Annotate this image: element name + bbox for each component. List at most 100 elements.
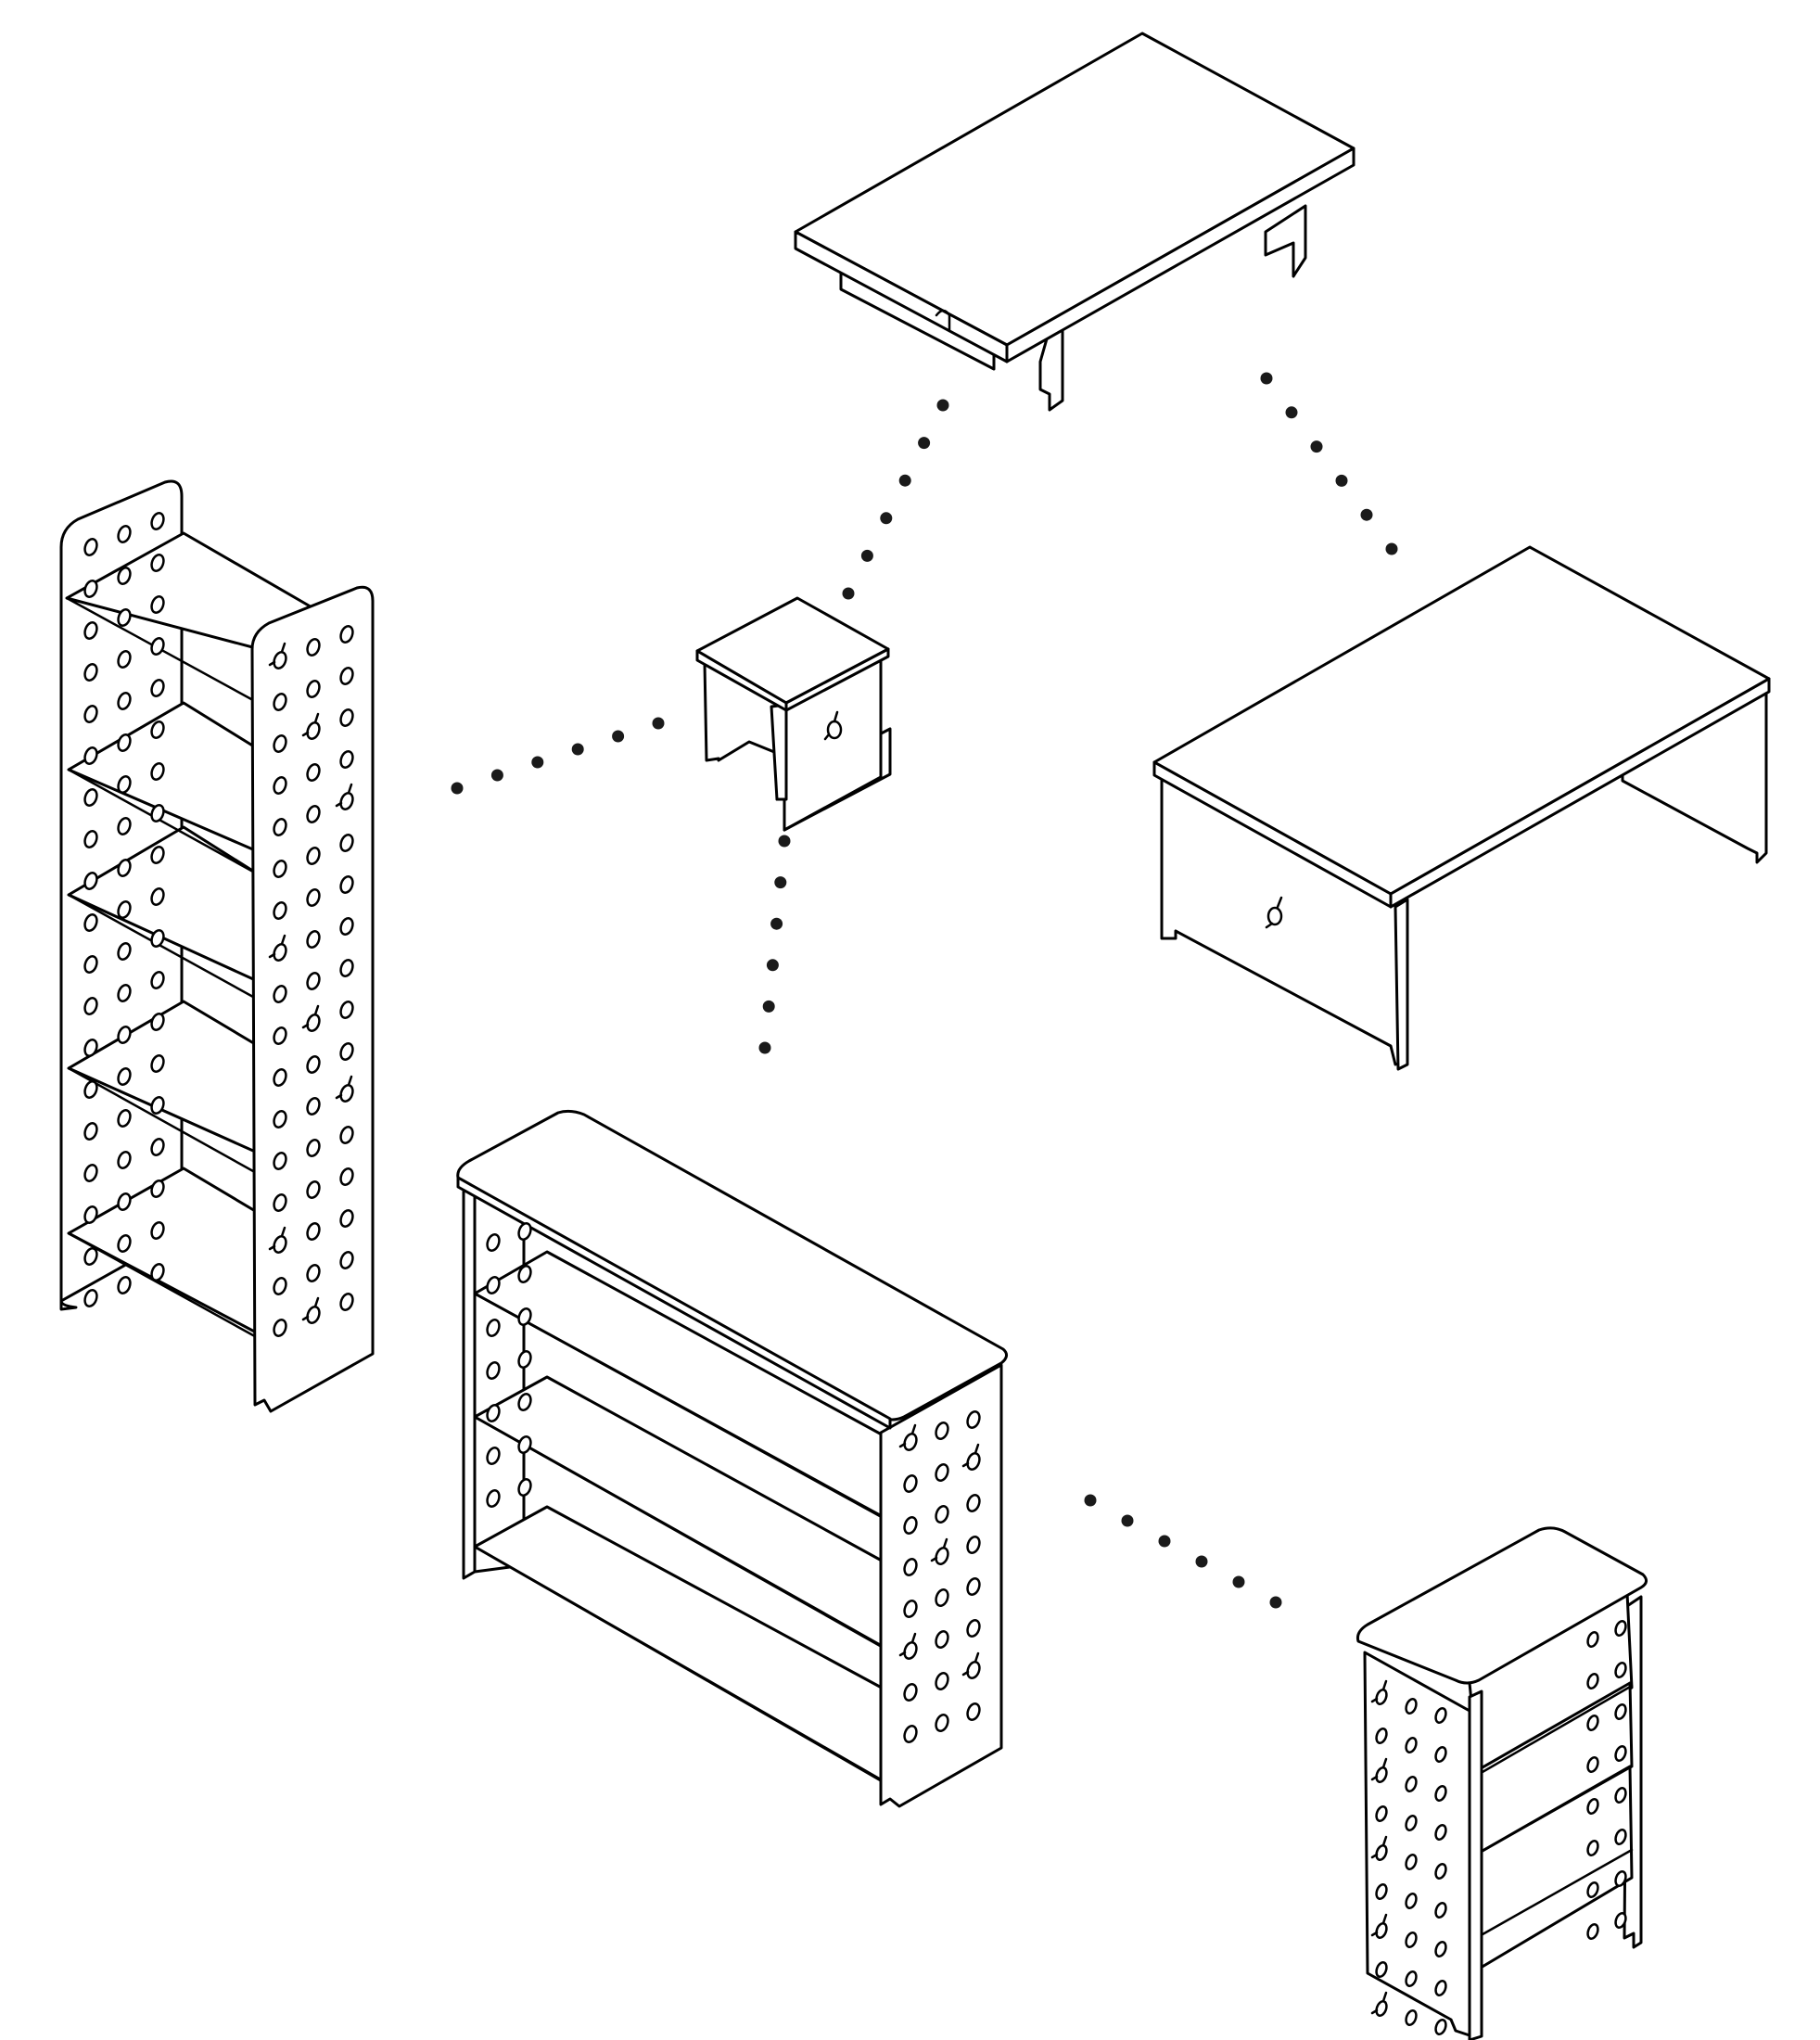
low-table-desk-icon [794,32,1355,412]
peg-hole [1434,1863,1447,1880]
connector-dot [1335,474,1348,487]
connector-dot [490,769,503,782]
connector-dot [880,512,893,525]
peg-hole [150,595,165,614]
peg-hole [117,1067,132,1086]
peg-hole [486,1489,501,1508]
peg-hole [83,705,98,723]
peg-hole [1375,1961,1388,1978]
peg-hole [339,959,354,977]
peg-hole [339,1293,354,1311]
peg-holes [1370,1679,1447,2035]
peg-bolt [301,1004,320,1029]
connector-dot [1385,542,1398,555]
peg-holes [268,625,354,1337]
peg-hole [935,1672,949,1690]
peg-hole [150,1054,165,1073]
peg-hole [273,1152,287,1170]
peg-hole [150,679,165,697]
peg-hole [150,1263,165,1281]
peg-hole [935,1714,949,1732]
peg-hole [1614,1829,1627,1845]
peg-hole [1434,1824,1447,1841]
peg-bolt [930,1537,948,1562]
peg-hole [1614,1870,1627,1887]
peg-hole [117,1151,132,1169]
connector-dot [612,730,625,743]
peg-hole [903,1474,918,1493]
peg-bolt [1370,1991,1388,2015]
connector-dot [1360,508,1373,521]
peg-bolt [1370,1913,1388,1937]
peg-hole [935,1422,949,1440]
peg-hole [150,929,165,948]
connector-dot [762,1000,775,1013]
peg-hole [1614,1912,1627,1929]
peg-hole [83,1080,98,1099]
peg-hole [306,847,321,865]
peg-bolt [335,783,353,808]
connector-dot [1158,1535,1171,1548]
peg-bolt [301,1296,320,1321]
peg-bolt [268,934,286,959]
peg-hole [306,1139,321,1157]
peg-hole [339,1167,354,1186]
peg-bolt [1370,1679,1388,1703]
peg-hole [903,1683,918,1702]
peg-hole [273,1193,287,1212]
peg-hole [486,1233,501,1252]
peg-hole [150,762,165,781]
peg-hole [1586,1840,1599,1856]
peg-hole [1586,1798,1599,1815]
peg-hole [150,512,165,530]
peg-hole [1405,1776,1418,1792]
peg-hole [273,1319,287,1337]
peg-hole [83,1289,98,1307]
peg-hole [117,984,132,1002]
peg-hole [150,1221,165,1240]
peg-hole [1375,1805,1388,1822]
connector-dot [936,399,949,412]
peg-bolt [301,712,320,737]
connector-dot [842,587,855,600]
peg-hole [273,818,287,836]
peg-hole [339,625,354,644]
peg-bolt [898,1423,917,1448]
peg-hole [306,888,321,907]
peg-hole [150,554,165,572]
peg-hole [306,680,321,698]
connector-dot [778,835,791,848]
connector-dot [1260,372,1273,385]
peg-holes [83,512,165,1307]
peg-hole [150,971,165,989]
peg-hole [339,834,354,852]
peg-hole [83,538,98,556]
peg-hole [83,1164,98,1182]
coffee-table-icon [1152,545,1771,1071]
peg-hole [1614,1620,1627,1637]
peg-hole [966,1536,981,1554]
peg-hole [273,1277,287,1295]
peg-hole [339,1251,354,1269]
peg-bolt [961,1651,980,1677]
peg-bolt [898,1632,917,1657]
peg-hole [117,1276,132,1294]
peg-hole [273,1068,287,1087]
connector-dot [531,756,544,769]
peg-hole [1586,1673,1599,1689]
peg-hole [1405,1815,1418,1831]
peg-hole [1405,1893,1418,1909]
peg-hole [117,1192,132,1211]
peg-hole [486,1361,501,1380]
peg-hole [903,1558,918,1576]
connector-dot [770,917,783,930]
peg-hole [339,1042,354,1061]
peg-hole [273,985,287,1003]
connector-dot [1084,1494,1097,1507]
connector-dot [860,549,873,562]
peg-hole [117,775,132,794]
peg-hole [1375,1728,1388,1744]
peg-hole [339,875,354,894]
peg-hole [1434,2019,1447,2035]
